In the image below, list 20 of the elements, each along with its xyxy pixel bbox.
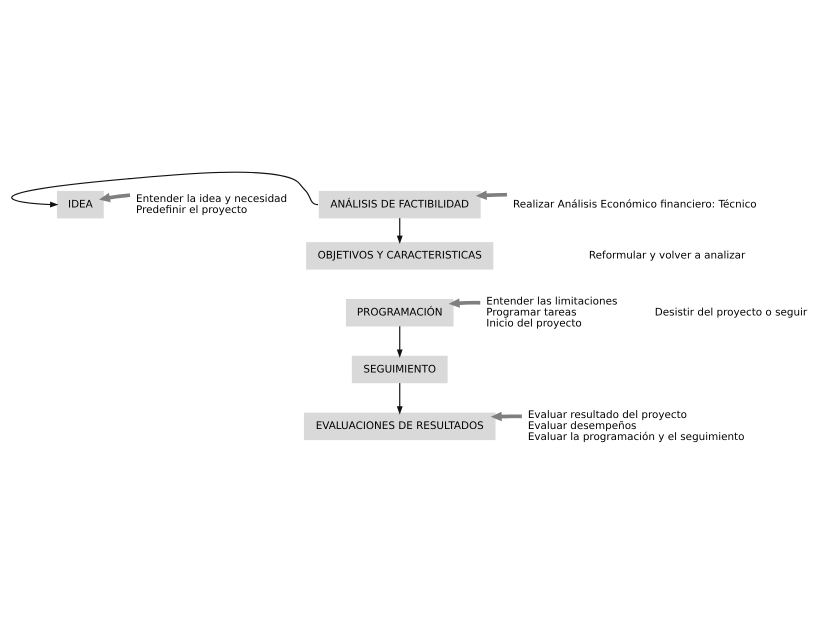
node-box: PROGRAMACIÓN (346, 298, 454, 326)
arrow (12, 172, 318, 208)
arrow (99, 192, 130, 202)
arrow (448, 298, 480, 308)
node-text: Entender las limitaciones Programar tareas Inicio del proyecto (486, 295, 618, 330)
arrow (396, 326, 403, 358)
arrow (396, 383, 403, 415)
node-box: EVALUACIONES DE RESULTADOS (304, 412, 496, 440)
arrow (476, 190, 508, 200)
node-box: IDEA (56, 190, 104, 218)
arrow (396, 218, 403, 244)
node-text: Evaluar resultado del proyecto Evaluar desempeños Evaluar la programación y el seguimiento (528, 408, 744, 444)
label: Desistir del proyecto o seguir (654, 306, 808, 318)
node-text: Entender la idea y necesidad Predefinir el proyecto (136, 192, 288, 216)
arrow (490, 412, 522, 422)
node-box: OBJETIVOS Y CARACTERISTICAS (306, 242, 494, 270)
node-box: ANÁLISIS DE FACTIBILIDAD (318, 190, 481, 218)
node-text: Realizar Análisis Económico financiero: Técnico (513, 198, 757, 210)
label: Reformular y volver a analizar (588, 250, 746, 262)
node-box: SEGUIMIENTO (352, 356, 448, 384)
